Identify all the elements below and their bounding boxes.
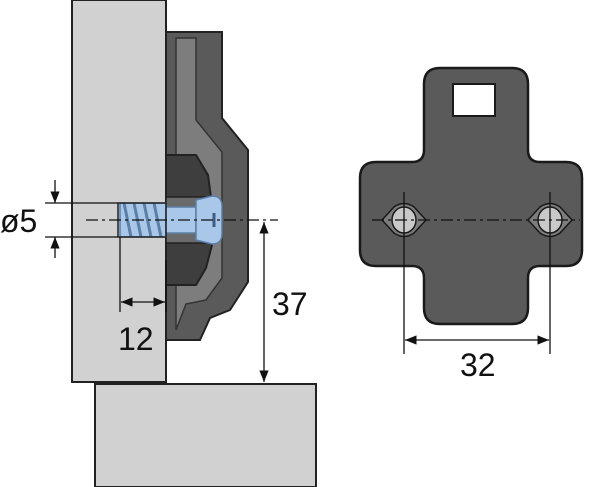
door-panel (94, 383, 317, 487)
diameter-dimension: ø5 (0, 180, 118, 258)
cabinet-side-panel (71, 0, 167, 383)
spacing-dimension: 32 (403, 192, 551, 383)
diameter-label: ø5 (0, 203, 37, 239)
depth-label: 12 (118, 321, 154, 357)
mounting-plate-profile (165, 31, 249, 341)
height-dimension: 37 (259, 222, 308, 382)
mounting-plate-front (358, 66, 584, 326)
spacing-label: 32 (460, 347, 496, 383)
height-label: 37 (272, 286, 308, 322)
plate-square-cutout (452, 83, 496, 117)
depth-dimension: 12 (118, 237, 167, 357)
